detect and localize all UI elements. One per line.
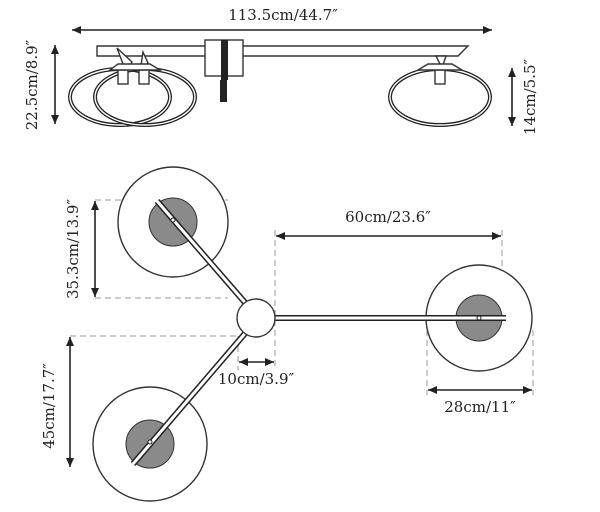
arm-length-label: 60cm/23.6″: [345, 208, 431, 226]
left-socket-2: [138, 69, 150, 85]
side-canopy-drop: [220, 80, 227, 102]
side-bar: [96, 45, 470, 57]
total-length-label: 113.5cm/44.7″: [228, 6, 338, 24]
right-socket: [434, 69, 446, 85]
right-arm-bracket: [434, 55, 447, 70]
total-height-label: 22.5cm/8.9″: [23, 39, 41, 130]
upper-socket-dot: [170, 217, 176, 223]
left-socket-1: [117, 69, 129, 85]
top-view: 60cm/23.6″ 35.3cm/13.9″ 45cm/17.7″ 10cm/…: [40, 166, 534, 502]
upper-offset-label: 35.3cm/13.9″: [64, 199, 82, 299]
right-cap: [415, 63, 465, 71]
lower-socket-dot: [147, 439, 153, 445]
hub-width-label: 10cm/3.9″: [218, 370, 295, 388]
ring-height-label: 14cm/5.5″: [521, 58, 539, 135]
left-cap: [107, 63, 163, 71]
side-canopy-stem: [221, 40, 228, 80]
side-view: 113.5cm/44.7″ 22.5cm/8.9″ 14cm/5.5″: [23, 6, 539, 135]
hub: [236, 298, 276, 338]
right-socket-dot: [476, 315, 482, 321]
shade-diameter-label: 28cm/11″: [444, 398, 516, 416]
lower-offset-label: 45cm/17.7″: [40, 363, 58, 449]
